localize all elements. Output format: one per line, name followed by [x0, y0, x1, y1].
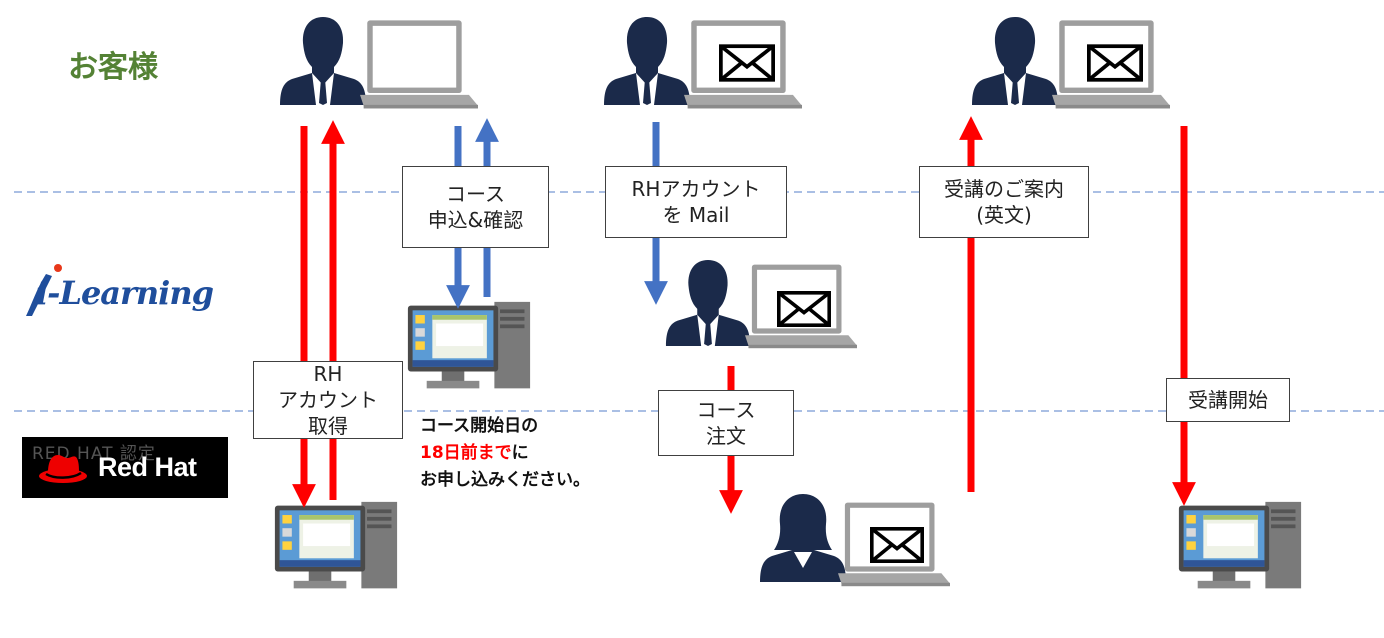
customer-person-icon-1	[280, 17, 366, 105]
box-start-line-1: 受講開始	[1188, 388, 1268, 412]
box-rh-account: RH アカウント 取得	[253, 361, 403, 439]
deadline-note-line-1: コース開始日の	[420, 416, 539, 436]
deadline-note: コース開始日の 18日前までに お申し込みください。	[420, 413, 590, 494]
redhat-hat-icon	[39, 455, 87, 483]
box-course-order-line-1: コース	[696, 398, 756, 422]
ilearning-computer-icon	[407, 301, 531, 389]
deadline-note-line-3: お申し込みください。	[420, 470, 590, 490]
box-guidance-line-2: (英文)	[976, 203, 1032, 227]
box-rh-account-mail-line-2: を Mail	[662, 203, 730, 227]
redhat-logo-text: Red Hat	[98, 452, 197, 482]
box-guidance: 受講のご案内 (英文)	[919, 166, 1089, 238]
redhat-computer-icon-1	[274, 501, 398, 589]
box-course-apply: コース 申込&確認	[402, 166, 549, 248]
redhat-computer-icon-2	[1178, 501, 1302, 589]
envelope-icon-3	[777, 290, 831, 328]
laptop-icon-1	[360, 20, 478, 109]
box-rh-account-line-1: RH	[313, 362, 343, 386]
deadline-note-rest: に	[511, 443, 529, 463]
deadline-note-line-2: 18日前までに	[420, 440, 590, 467]
box-course-apply-line-1: コース	[446, 182, 505, 206]
box-rh-account-line-3: 取得	[308, 414, 348, 438]
ilearning-person-icon	[665, 259, 751, 346]
box-rh-account-mail: RHアカウント を Mail	[605, 166, 787, 238]
box-course-apply-line-2: 申込&確認	[427, 208, 524, 232]
box-start: 受講開始	[1166, 378, 1290, 422]
lane-label-customer: お客様	[68, 50, 158, 85]
box-rh-account-line-2: アカウント	[278, 388, 378, 412]
envelope-icon-2	[1087, 44, 1143, 82]
ilearning-logo-mark	[26, 264, 62, 316]
box-guidance-line-1: 受講のご案内	[944, 177, 1064, 201]
envelope-icon-1	[719, 44, 775, 82]
customer-person-icon-2	[604, 17, 690, 105]
redhat-person-icon	[760, 494, 846, 582]
customer-person-icon-3	[972, 17, 1058, 105]
box-course-order: コース 注文	[658, 390, 794, 456]
envelope-icon-4	[870, 526, 924, 564]
ilearning-logo: i-Learning	[24, 262, 234, 322]
deadline-note-red: 18日前まで	[420, 443, 512, 463]
box-rh-account-mail-line-1: RHアカウント	[631, 177, 761, 201]
ilearning-logo-text: i-Learning	[36, 274, 214, 312]
redhat-logo: RED HAT 認定 Red Hat	[22, 437, 228, 498]
box-course-order-line-2: 注文	[706, 424, 746, 448]
